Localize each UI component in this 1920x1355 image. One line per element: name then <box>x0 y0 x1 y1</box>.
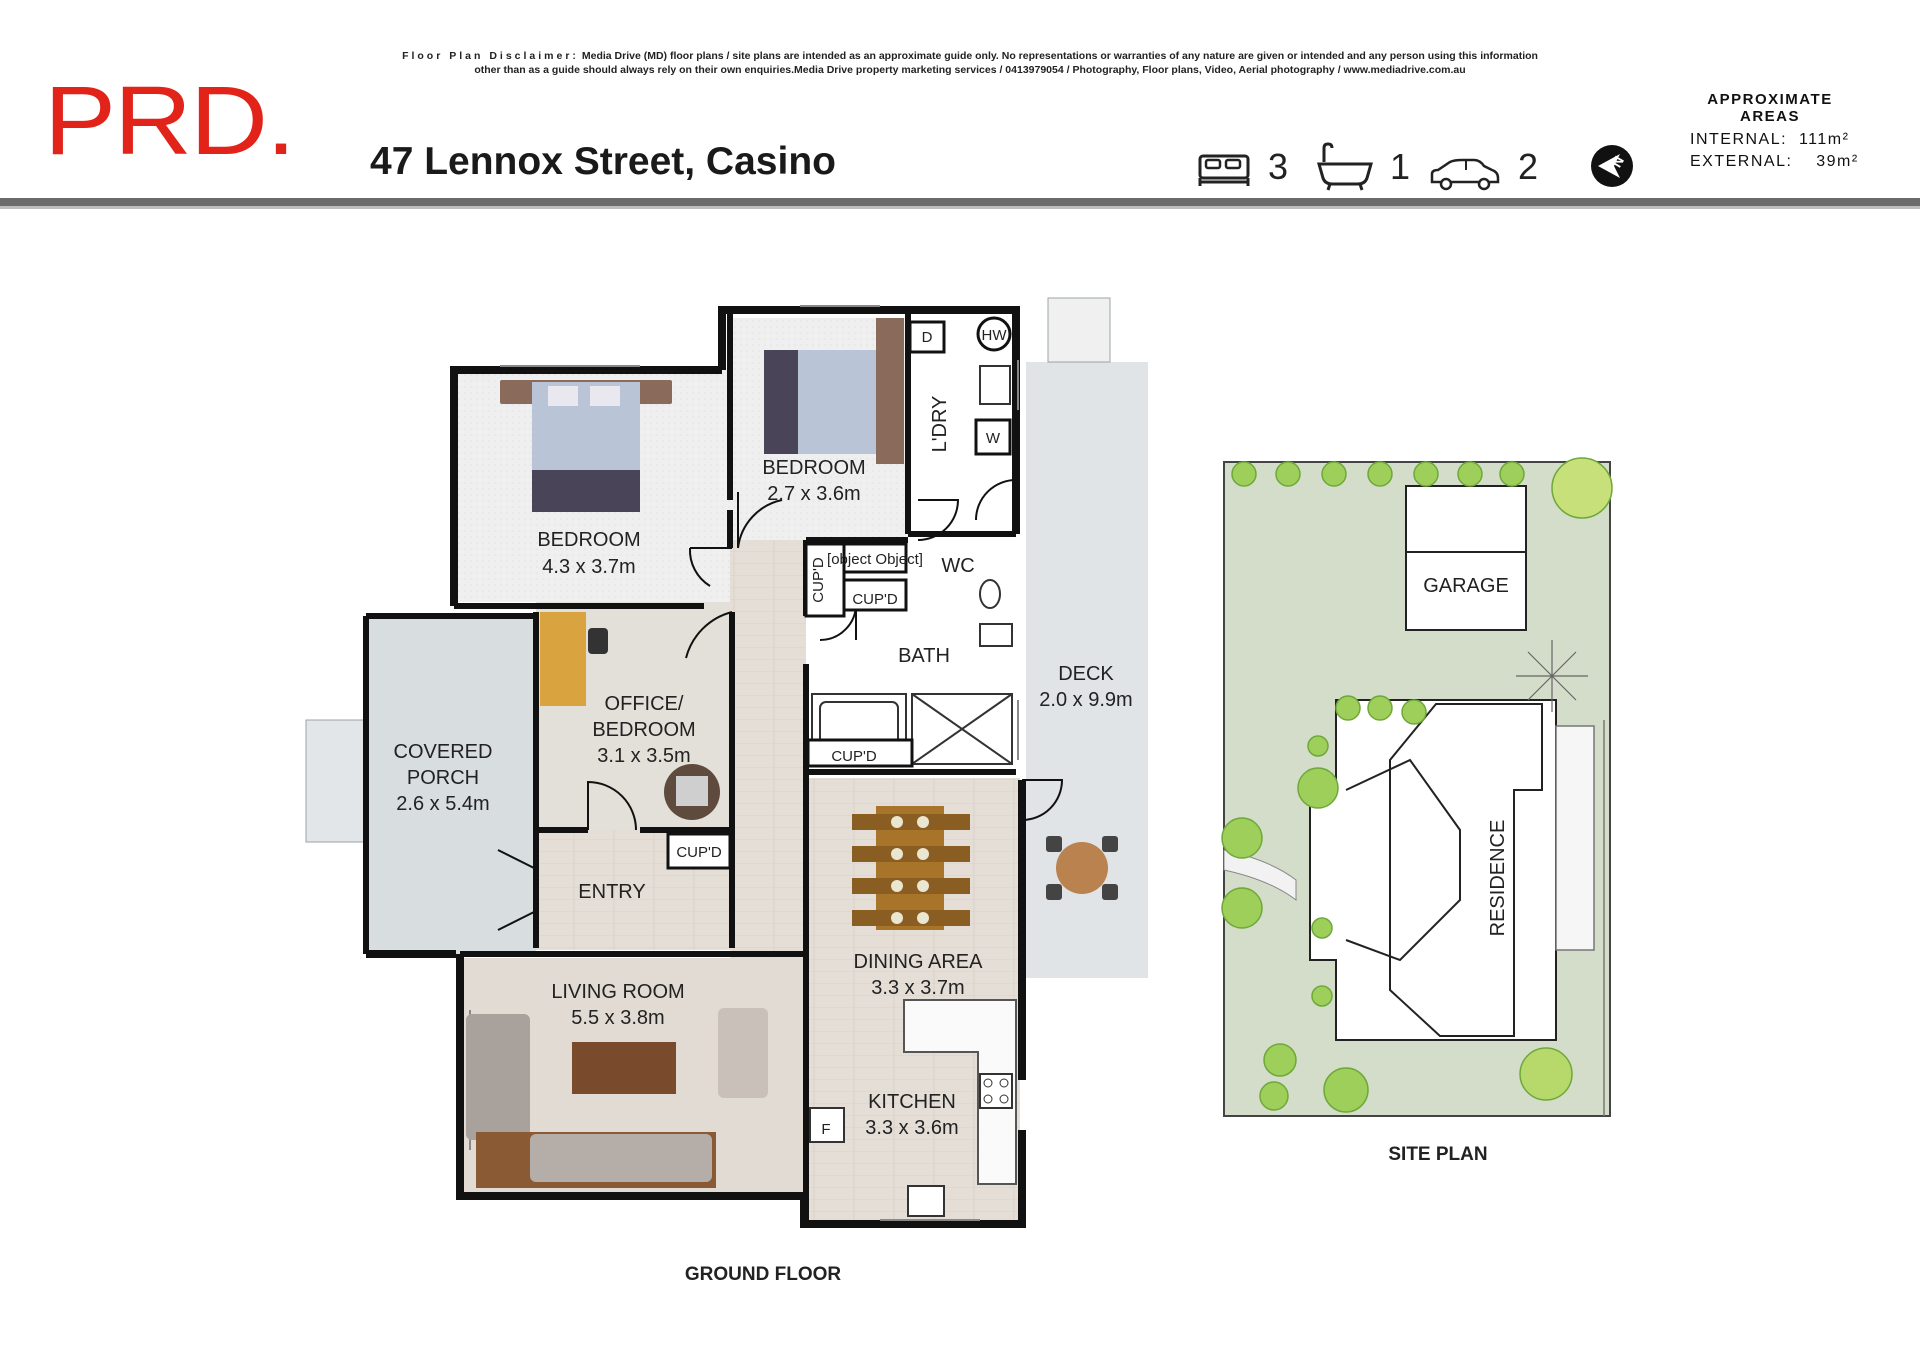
areas-title-line-1: APPROXIMATE <box>1707 91 1833 108</box>
residence-label: RESIDENCE <box>1487 820 1509 937</box>
bedroom-2-size: 2.7 x 3.6m <box>767 483 860 505</box>
porch-floor <box>366 616 536 954</box>
ground-floor-caption: GROUND FLOOR <box>685 1264 841 1285</box>
external-area: EXTERNAL: 39m² <box>1690 153 1859 171</box>
bedroom-1-size: 4.3 x 3.7m <box>542 556 635 578</box>
external-area-label: EXTERNAL: <box>1690 153 1793 170</box>
areas-title-line-2: AREAS <box>1739 108 1800 125</box>
bedroom-2-name: BEDROOM <box>762 457 865 479</box>
vertical-cupboard-label: CUP'D <box>810 557 827 603</box>
disclaimer-label: Floor Plan Disclaimer: <box>402 50 579 62</box>
kitchen-name: KITCHEN <box>868 1091 956 1113</box>
car-icon <box>1430 158 1500 191</box>
hot-water-label: HW <box>982 327 1008 344</box>
external-area-value: 39m² <box>1816 153 1859 170</box>
porch-size: 2.6 x 5.4m <box>396 793 489 815</box>
cupboards <box>666 316 1012 870</box>
dining-name: DINING AREA <box>854 951 984 973</box>
fridge-label: F <box>821 1121 830 1138</box>
dining-size: 3.3 x 3.7m <box>871 977 964 999</box>
bathroom-count: 1 <box>1390 146 1411 187</box>
robe-label: [object Object] <box>827 551 923 568</box>
header-divider-shadow <box>0 206 1920 209</box>
internal-area: INTERNAL: 111m² <box>1690 131 1849 149</box>
bath-name: BATH <box>898 645 950 667</box>
porch-name-line-1: COVERED <box>394 741 493 763</box>
kitchen-size: 3.3 x 3.6m <box>865 1117 958 1139</box>
site-plan <box>1221 457 1613 1117</box>
internal-area-value: 111m² <box>1798 131 1850 148</box>
living-furniture <box>466 1008 768 1188</box>
garage-building <box>1405 485 1527 631</box>
bedroom-2-furniture <box>764 318 904 464</box>
dryer-label: D <box>922 329 933 346</box>
north-compass-icon: N <box>1591 145 1633 187</box>
living-size: 5.5 x 3.8m <box>571 1007 664 1029</box>
office-size: 3.1 x 3.5m <box>597 745 690 767</box>
approximate-areas-title: APPROXIMATE AREAS <box>1680 91 1860 125</box>
porch-name-line-2: PORCH <box>407 767 479 789</box>
prd-logo: PRD. <box>44 65 296 175</box>
office-name-line-2: BEDROOM <box>592 719 695 741</box>
office-name-line-1: OFFICE/ <box>605 693 684 715</box>
disclaimer: Floor Plan Disclaimer: Media Drive (MD) … <box>320 49 1620 77</box>
bedroom-count: 3 <box>1268 146 1289 187</box>
site-plan-caption: SITE PLAN <box>1388 1144 1487 1165</box>
bath-cupboard-label: CUP'D <box>831 748 877 765</box>
property-address: 47 Lennox Street, Casino <box>370 140 836 183</box>
header-divider <box>0 198 1920 206</box>
disclaimer-line-1: Media Drive (MD) floor plans / site plan… <box>581 50 1538 62</box>
entry-cupboard-label: CUP'D <box>676 844 722 861</box>
bed-icon <box>1198 154 1250 186</box>
dining-furniture <box>852 806 970 930</box>
deck-name: DECK <box>1058 663 1114 685</box>
porch-steps <box>305 719 367 843</box>
bedroom-1-furniture <box>500 380 672 512</box>
living-name: LIVING ROOM <box>551 981 684 1003</box>
trees <box>1221 457 1613 1113</box>
deck-size: 2.0 x 9.9m <box>1039 689 1132 711</box>
washer-label: W <box>986 430 1001 447</box>
hallway-floor <box>730 540 806 960</box>
internal-area-label: INTERNAL: <box>1690 131 1788 148</box>
laundry-name: L'DRY <box>929 396 951 453</box>
bath-icon <box>1317 142 1373 191</box>
garage-label: GARAGE <box>1423 575 1509 597</box>
deck-table <box>1046 836 1118 900</box>
disclaimer-line-2: other than as a guide should always rely… <box>474 64 1466 76</box>
entry-name: ENTRY <box>578 881 645 903</box>
kitchen-bench <box>809 999 1017 1217</box>
office-furniture <box>540 612 720 820</box>
robe-cupboard-label: CUP'D <box>852 591 898 608</box>
bedroom-1-name: BEDROOM <box>537 529 640 551</box>
car-space-count: 2 <box>1518 146 1539 187</box>
deck-steps <box>1047 297 1111 363</box>
wc-name: WC <box>941 555 974 577</box>
